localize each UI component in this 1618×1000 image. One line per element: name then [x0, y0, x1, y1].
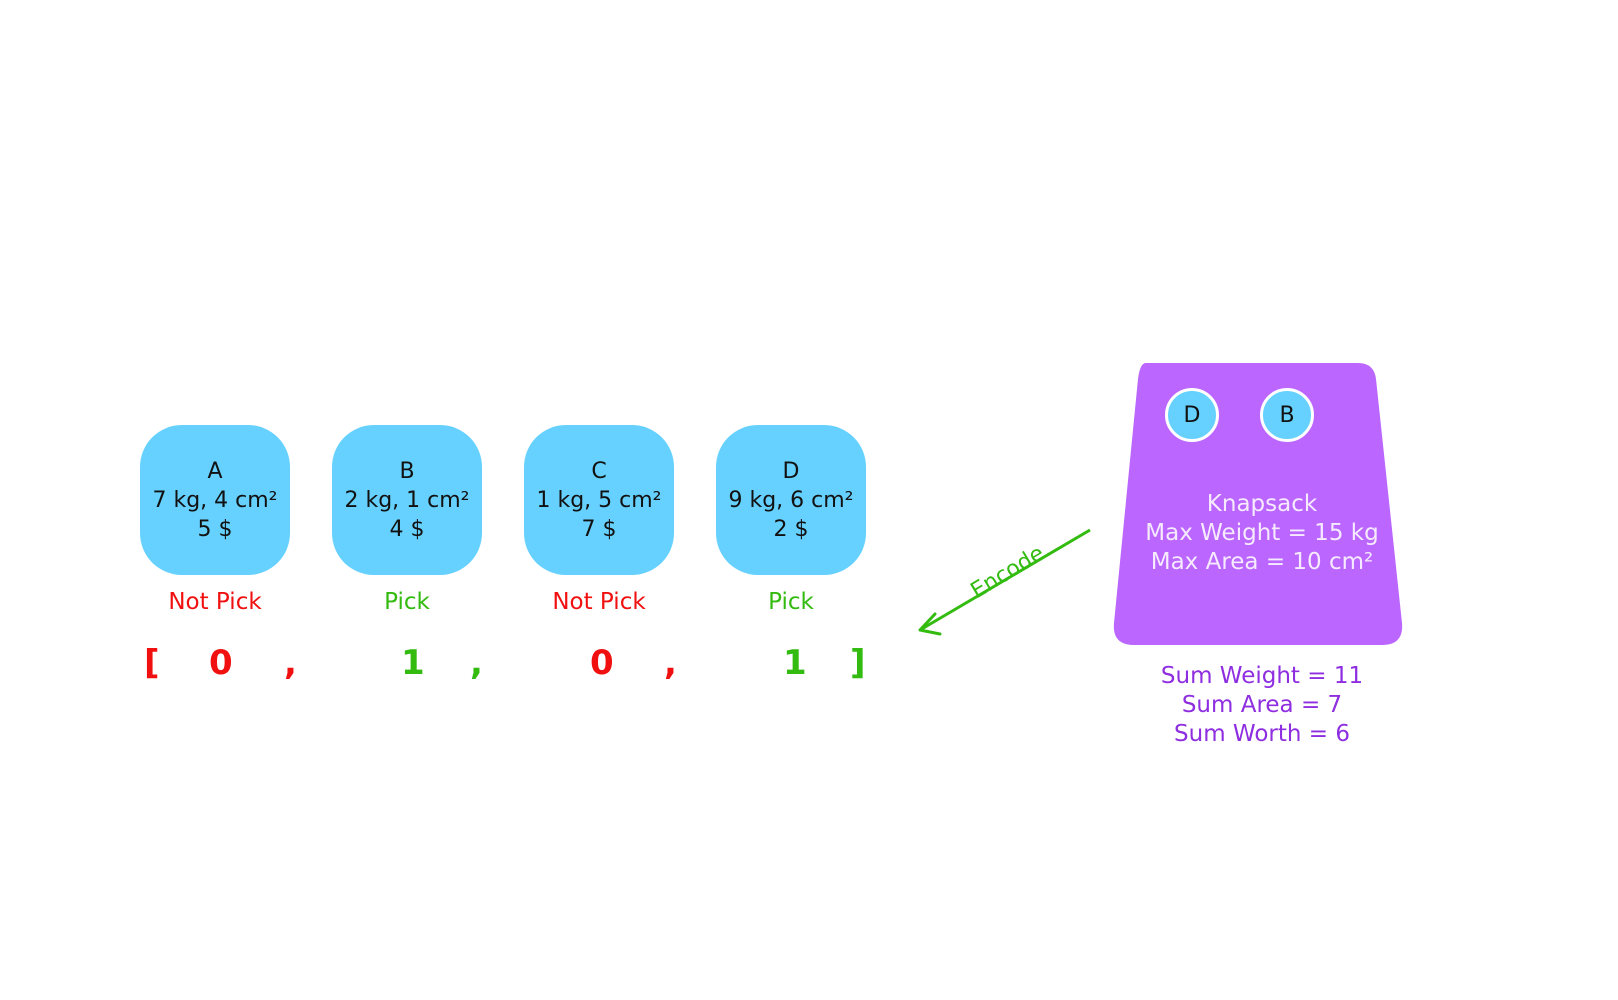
- item-price: 2 $: [773, 516, 809, 542]
- encoding-separator: ,: [664, 643, 677, 683]
- encoding-close-bracket: ]: [850, 643, 866, 683]
- item-name: B: [399, 458, 415, 484]
- decision-label-b: Pick: [384, 589, 430, 615]
- sum-weight: Sum Weight = 11: [1160, 663, 1364, 689]
- sum-area: Sum Area = 7: [1181, 692, 1343, 718]
- packed-item-d: D: [1165, 388, 1219, 442]
- knapsack-max-weight: Max Weight = 15 kg: [1145, 520, 1379, 546]
- encode-arrow-line: [919, 528, 1091, 632]
- packed-item-b: B: [1260, 388, 1314, 442]
- item-name: C: [591, 458, 607, 484]
- encode-arrow-head: [918, 612, 942, 636]
- knapsack-max-area: Max Area = 10 cm²: [1150, 549, 1374, 575]
- encoding-bit-a: 0: [209, 643, 233, 683]
- decision-label-a: Not Pick: [168, 589, 262, 615]
- encoding-bit-c: 0: [590, 643, 614, 683]
- encoding-separator: ,: [470, 643, 483, 683]
- item-price: 7 $: [581, 516, 617, 542]
- item-specs: 7 kg, 4 cm²: [152, 487, 278, 513]
- item-card-c: C 1 kg, 5 cm² 7 $: [524, 425, 674, 575]
- knapsack-sums: Sum Weight = 11 Sum Area = 7 Sum Worth =…: [1112, 662, 1412, 749]
- encoding-open-bracket: [: [144, 643, 160, 683]
- item-name: A: [207, 458, 223, 484]
- encoding-bit-d: 1: [783, 643, 807, 683]
- encode-arrow-label: Encode: [967, 541, 1049, 604]
- item-specs: 1 kg, 5 cm²: [536, 487, 662, 513]
- item-specs: 2 kg, 1 cm²: [344, 487, 470, 513]
- encoding-bit-b: 1: [401, 643, 425, 683]
- encoding-separator: ,: [284, 643, 297, 683]
- encode-arrow: Encode: [918, 528, 1091, 636]
- knapsack-info: Knapsack Max Weight = 15 kg Max Area = 1…: [1112, 490, 1412, 577]
- item-price: 4 $: [389, 516, 425, 542]
- sum-worth: Sum Worth = 6: [1174, 721, 1350, 747]
- item-card-d: D 9 kg, 6 cm² 2 $: [716, 425, 866, 575]
- item-card-b: B 2 kg, 1 cm² 4 $: [332, 425, 482, 575]
- decision-label-c: Not Pick: [552, 589, 646, 615]
- item-price: 5 $: [197, 516, 233, 542]
- item-card-a: A 7 kg, 4 cm² 5 $: [140, 425, 290, 575]
- item-specs: 9 kg, 6 cm²: [728, 487, 854, 513]
- item-name: D: [782, 458, 800, 484]
- decision-label-d: Pick: [768, 589, 814, 615]
- knapsack-title: Knapsack: [1206, 491, 1318, 517]
